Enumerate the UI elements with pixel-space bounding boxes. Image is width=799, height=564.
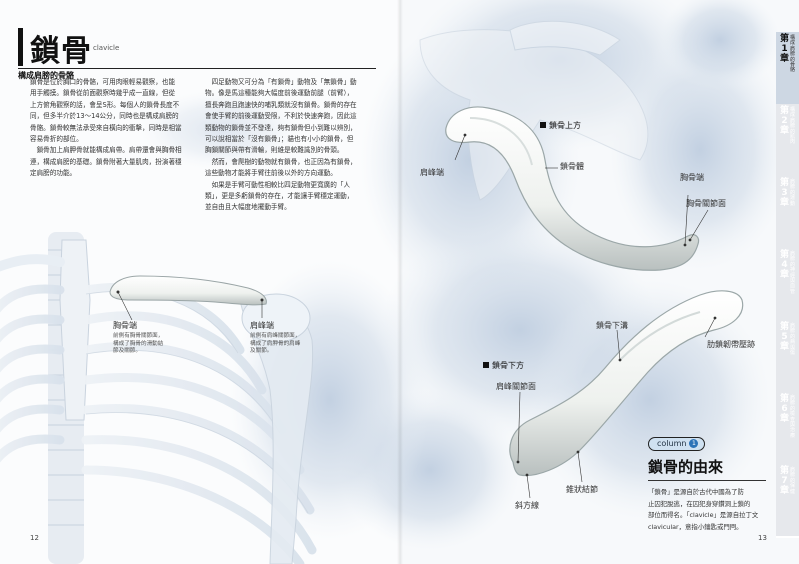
- column-text: 「鎖骨」是源自於古代中國為了防止囚犯脫逃，在囚犯身穿鑽洞上鎖的部位而得名。「cl…: [648, 487, 768, 533]
- body-text-line: 胸鎖關節與帶有滑輪，則維是較難識別的骨頭。: [205, 146, 344, 155]
- page-gutter: [397, 0, 403, 564]
- column-text-line: 部位而得名。「clavicle」是源自拉丁文: [648, 511, 759, 519]
- chapter-tab-label: 第5章: [779, 322, 789, 352]
- chapter-tab-label: 第4章: [779, 250, 789, 280]
- chapter-tab-text: 構成肩膀的肌肉: [790, 107, 796, 146]
- clavicle-bottom-view: [509, 290, 744, 499]
- body-text-line: 四足動物又可分為「有鎖骨」動物及「無鎖骨」動: [205, 78, 357, 86]
- body-text-line: 會使手臂的前後運動受限，不利於快速奔跑，因此這: [205, 112, 357, 121]
- body-text-line: 擅長奔跑且跑速快的哺乳類就沒有鎖骨。鎖骨的存在: [205, 100, 357, 109]
- body-text-line: 並自由且大幅度地擺動手臂。: [205, 203, 291, 212]
- chapter-tab-text: 肩膀的病與傷: [790, 323, 796, 357]
- right-page-number: 13: [758, 534, 767, 542]
- chapter-tab[interactable]: 第7章肩膀的保健: [776, 464, 799, 538]
- body-text-line: 定肩膀的功能。: [30, 169, 77, 178]
- label-trapezoid-line: 斜方線: [515, 501, 539, 510]
- chapter-tab-label: 第7章: [779, 466, 789, 496]
- column-title: 鎖骨的由來: [648, 458, 724, 476]
- left-page-number: 12: [30, 534, 39, 542]
- chapter-tab[interactable]: 第4章肩膀的神經與血管: [776, 248, 799, 322]
- body-text-line: 上方俯角觀察的話，會呈S形。每個人的鎖骨長度不: [30, 100, 180, 109]
- clavicle-highlight: [109, 275, 267, 321]
- label-subclavian-groove: 鎖骨下溝: [596, 321, 628, 330]
- title-accent-bar: [18, 28, 23, 66]
- body-text-line: 可以說相當於「沒有鎖骨」；貓也有小小的鎖骨，但: [205, 135, 354, 144]
- column-text-line: clavicular，意指小鑰匙或門閂。: [648, 522, 743, 531]
- label-clavicle-body: 鎖骨體: [560, 162, 584, 171]
- page-title: 鎖骨: [30, 34, 92, 69]
- note-sternal-line: 前側有胸骨關節面，: [113, 333, 164, 339]
- chapter-tab-label: 第2章: [779, 106, 789, 136]
- note-sternal-line: 節及關節。: [113, 348, 141, 354]
- section-title-text: 鎖骨下方: [492, 361, 524, 370]
- chapter-tab-text: 肩膀的運動: [790, 179, 796, 207]
- label-costoclavicular-impression: 肋鎖韌帶壓跡: [707, 340, 755, 349]
- chapter-tab-label: 第6章: [779, 394, 789, 424]
- column-text-line: 止囚犯脫逃，在囚犯身穿鑽洞上鎖的: [648, 499, 751, 508]
- body-column-1: 鎖骨是位於胸口的骨骼，可用肉眼輕易觀察，也能用手觸摸。鎖骨從前面觀察時幾乎成一直…: [30, 77, 198, 180]
- section-title-bottom-view: 鎖骨下方: [483, 360, 524, 371]
- chapter-tab-label: 第1章: [779, 34, 789, 64]
- page-subtitle: 構成肩膀的骨骼: [18, 68, 376, 82]
- body-text-line: 類動物的鎖骨並不發達，夠有鎖骨但小到難以辨別，: [205, 123, 357, 132]
- page-title-english: clavicle: [93, 44, 120, 52]
- note-acromial-end: 前側有肩峰關節面， 構成了肩胛骨的肩峰 及關節。: [250, 333, 312, 356]
- label-sternal-end-left: 胸骨端: [113, 321, 137, 330]
- chapter-tabs: 第1章構成肩膀的骨骼第2章構成肩膀的肌肉第3章肩膀的運動第4章肩膀的神經與血管第…: [776, 32, 799, 538]
- column-divider: [648, 480, 766, 481]
- chapter-tab[interactable]: 第1章構成肩膀的骨骼: [776, 32, 799, 106]
- note-acromial-line: 及關節。: [250, 348, 273, 354]
- section-marker: [483, 362, 489, 368]
- body-text-line: 物。像是馬這種能夠大幅度前後運動前腿（前臂），: [205, 89, 354, 98]
- section-title-top-view: 鎖骨上方: [540, 120, 581, 131]
- scapula-faded: [419, 20, 649, 201]
- body-text-line: 鎖骨是位於胸口的骨骼，可用肉眼輕易觀察，也能: [30, 78, 176, 86]
- body-text-line: 同，但多半介於13～14公分，同時也是構成肩膀的: [30, 112, 179, 121]
- column-badge-number: 1: [689, 439, 699, 448]
- note-sternal-line: 構成了胸骨的滑動結: [113, 340, 164, 347]
- section-marker: [540, 122, 546, 128]
- note-sternal-end: 前側有胸骨關節面， 構成了胸骨的滑動結 節及關節。: [113, 333, 175, 356]
- clavicle-top-view: [445, 106, 709, 271]
- rib-cage: [0, 232, 317, 564]
- body-text-line: 容易骨折的部位。: [30, 135, 83, 144]
- chapter-tab-text: 肩膀的保健: [790, 467, 796, 495]
- body-text-line: 如果是手臂可動性相較比四足動物更寬廣的「人: [205, 180, 351, 189]
- chapter-tab[interactable]: 第5章肩膀的病與傷: [776, 320, 799, 394]
- chapter-tab[interactable]: 第2章構成肩膀的肌肉: [776, 104, 799, 178]
- column-badge-text: column: [657, 439, 687, 448]
- body-text-line: 然而，會爬樹的動物就有鎖骨，也正因為有鎖骨，: [205, 157, 357, 166]
- label-sternal-facet: 胸骨關節面: [686, 199, 726, 208]
- body-text-line: 類」，更是多虧鎖骨的存在，才能讓手臂穩定運動，: [205, 192, 354, 201]
- label-acromial-facet: 肩峰關節面: [496, 382, 536, 391]
- label-acromial-end-left: 肩峰端: [250, 321, 274, 330]
- body-column-2: 四足動物又可分為「有鎖骨」動物及「無鎖骨」動物。像是馬這種能夠大幅度前後運動前腿…: [205, 77, 380, 214]
- column-text-line: 「鎖骨」是源自於古代中國為了防: [648, 488, 744, 496]
- body-text-line: 這些動物才能將手臂往前後以外的方向運動。: [205, 169, 337, 178]
- body-text-line: 鎖骨加上肩胛骨就能構成肩帶。肩帶還會與胸骨相: [30, 146, 182, 155]
- label-conoid-tubercle: 錐狀結節: [566, 485, 598, 494]
- chapter-tab[interactable]: 第6章肩膀的檢查與治療: [776, 392, 799, 466]
- note-acromial-line: 前側有肩峰關節面，: [250, 333, 301, 339]
- chapter-tab-text: 構成肩膀的骨骼: [790, 35, 796, 74]
- body-text-line: 骨骼。鎖骨較無法承受來自橫向的衝擊，同時是相當: [30, 123, 182, 132]
- section-title-text: 鎖骨上方: [549, 121, 581, 130]
- body-text-line: 連，構成肩膀的基礎。鎖骨附著大量肌肉，扮演著穩: [30, 157, 182, 166]
- chapter-tab[interactable]: 第3章肩膀的運動: [776, 176, 799, 250]
- chapter-tab-label: 第3章: [779, 178, 789, 208]
- chapter-tab-text: 肩膀的檢查與治療: [790, 395, 796, 439]
- chapter-tab-text: 肩膀的神經與血管: [790, 251, 796, 295]
- label-sternal-end: 胸骨端: [680, 173, 704, 182]
- body-text-line: 用手觸摸。鎖骨從前面觀察時幾乎成一直線，但從: [30, 89, 176, 98]
- label-acromial-end: 肩峰端: [420, 168, 444, 177]
- note-acromial-line: 構成了肩胛骨的肩峰: [250, 340, 301, 347]
